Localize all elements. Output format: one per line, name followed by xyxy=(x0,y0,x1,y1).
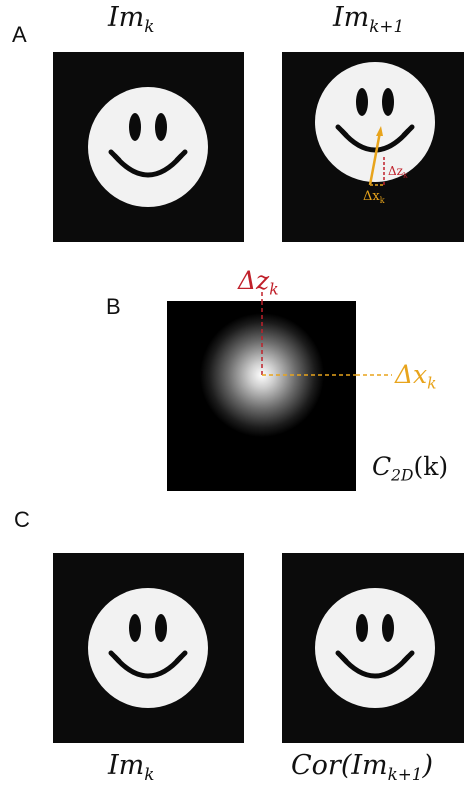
panel-label-b: B xyxy=(106,294,121,319)
panel-label-a: A xyxy=(12,22,27,47)
c2d-label: C2D(k) xyxy=(372,452,449,485)
dz-label-small: Δzk xyxy=(388,164,408,180)
dx-label-small: Δxk xyxy=(363,189,385,205)
smiley-corrected-icon xyxy=(315,588,435,708)
caption-cor-im-k1: Cor(Imk+1) xyxy=(291,750,433,784)
image-frame-im-k-bottom xyxy=(53,553,244,743)
smiley-shifted-icon xyxy=(315,62,435,186)
displacement-arrow xyxy=(368,131,382,186)
image-frame-im-k xyxy=(53,52,244,242)
caption-im-k1-top: Imk+1 xyxy=(333,2,405,36)
image-frame-im-k1 xyxy=(282,52,464,242)
smiley-icon xyxy=(88,588,208,708)
panel-label-c: C xyxy=(14,507,30,532)
image-frame-corrected xyxy=(282,553,464,743)
caption-im-k-bottom: Imk xyxy=(108,750,155,784)
dz-label: Δzk xyxy=(238,266,279,299)
dx-label: Δxk xyxy=(395,360,437,393)
smiley-icon xyxy=(88,87,208,207)
correlation-map xyxy=(167,301,356,491)
caption-im-k-top: Imk xyxy=(108,2,155,36)
